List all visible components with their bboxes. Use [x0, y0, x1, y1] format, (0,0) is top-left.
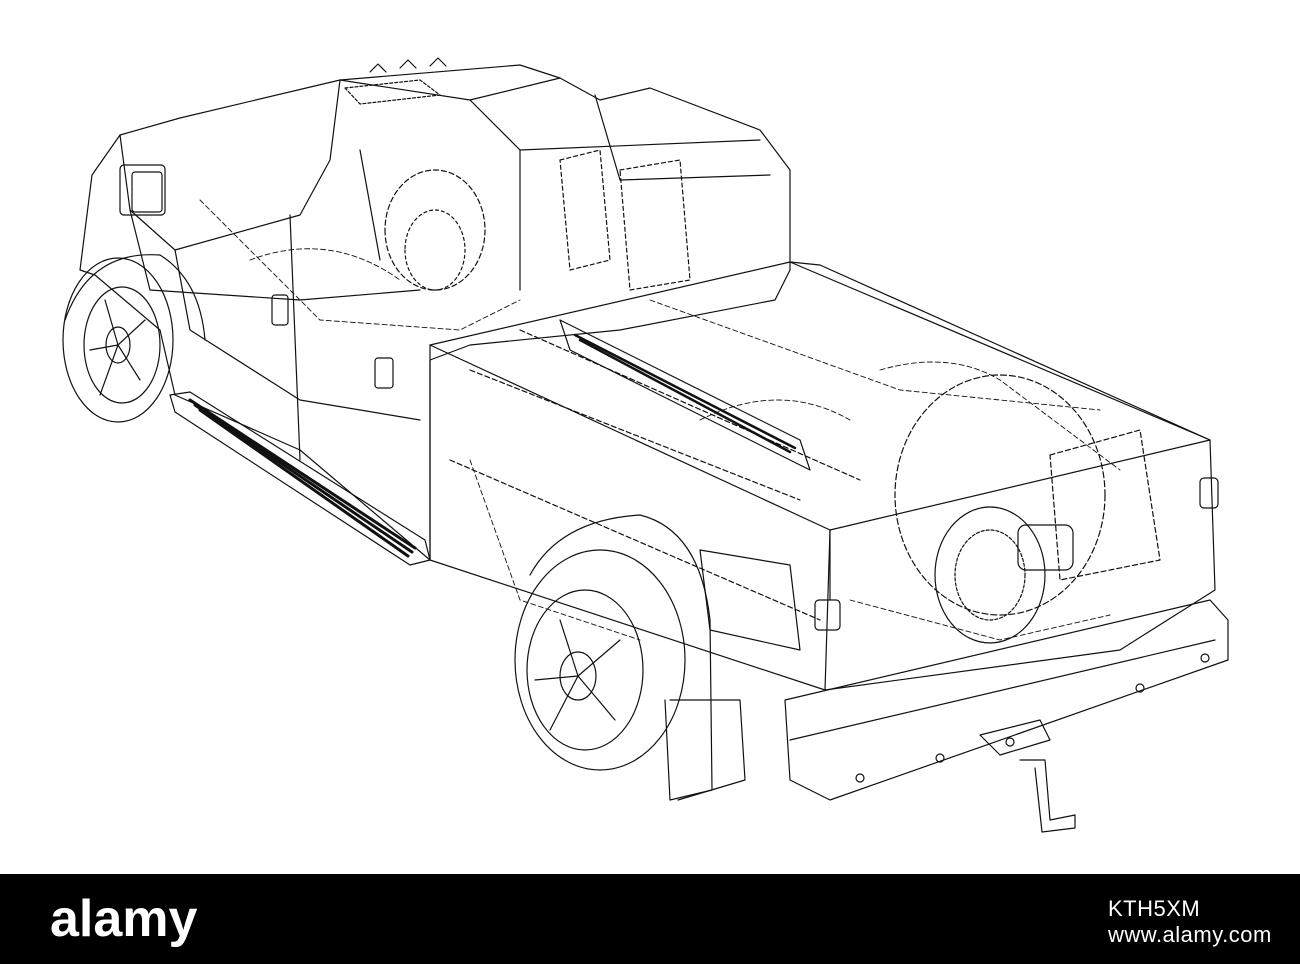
- rear-bumper: [784, 599, 1229, 833]
- hidden-lines: [199, 199, 1121, 641]
- watermark-text: KTH5XM www.alamy.com: [1108, 896, 1272, 949]
- front-wheel: [62, 254, 206, 423]
- pickup-truck-wireframe: [62, 57, 1229, 833]
- watermark-bar: alamy KTH5XM www.alamy.com: [0, 874, 1300, 964]
- watermark-url: www.alamy.com: [1108, 922, 1272, 948]
- image-id: KTH5XM: [1108, 896, 1201, 921]
- alamy-logo-text: alamy: [50, 890, 198, 948]
- truck-cab: [79, 57, 791, 561]
- illustration-canvas: [62, 57, 1229, 833]
- rear-wheel: [514, 514, 746, 801]
- truck-bed: [429, 261, 1219, 691]
- alamy-logo: alamy: [50, 890, 198, 948]
- running-board: [169, 391, 431, 566]
